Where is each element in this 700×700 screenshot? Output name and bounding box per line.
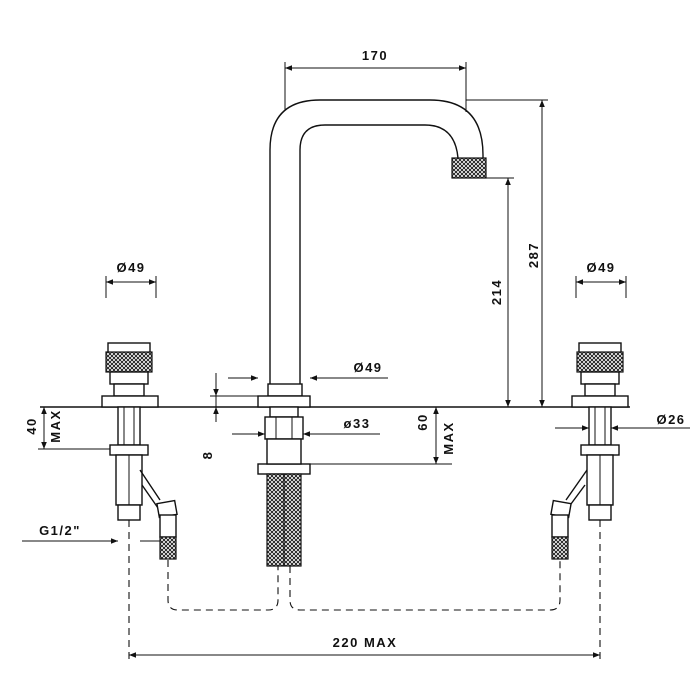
spout: [257, 99, 487, 567]
dim-outlet-height: 214: [486, 177, 514, 407]
dim-right-handle-diameter-label: Ø49: [586, 260, 615, 275]
dim-spout-height: 287: [466, 99, 548, 407]
hose-paths: [128, 520, 601, 660]
dim-flange-height: 8: [200, 380, 258, 459]
dim-left-deck-thickness: 40 MAX: [24, 407, 110, 450]
spout-base-flange: [257, 395, 311, 408]
left-handle-knurl: [105, 351, 153, 373]
dim-right-shank-diameter: Ø26: [555, 412, 690, 431]
dim-right-shank-diameter-label: Ø26: [656, 412, 685, 427]
dim-left-deck-thickness-value: 40: [24, 417, 39, 434]
dim-outlet-height-label: 214: [489, 279, 504, 305]
dim-center-deck-thickness-value: 60: [415, 413, 430, 430]
right-handle-knurl: [576, 351, 624, 373]
dim-thread-label: G1/2": [39, 523, 81, 538]
dim-left-deck-thickness-max: MAX: [48, 409, 63, 442]
dim-shank-diameter-label: ø33: [344, 416, 371, 431]
spout-outlet-knurl: [451, 157, 487, 179]
dim-center-deck-thickness-max: MAX: [441, 421, 456, 454]
right-valve: [550, 342, 629, 560]
dim-flange-height-label: 8: [200, 451, 215, 460]
left-valve-flange: [101, 395, 159, 408]
dim-spout-reach: 170: [284, 48, 467, 112]
dim-overall-spread: 220 MAX: [129, 635, 600, 658]
dim-left-handle-diameter-label: Ø49: [116, 260, 145, 275]
left-valve: [101, 342, 178, 560]
dim-spout-base-diameter-label: Ø49: [353, 360, 382, 375]
spout-lock-nut: [257, 463, 311, 475]
right-valve-flange: [571, 395, 629, 408]
right-hose-fitting: [551, 536, 569, 560]
dim-left-handle-diameter: Ø49: [105, 260, 157, 298]
dim-center-deck-thickness: 60 MAX: [303, 407, 456, 465]
dim-thread: G1/2": [22, 523, 160, 544]
dim-spout-base-diameter: Ø49: [215, 360, 388, 412]
dim-spout-reach-label: 170: [362, 48, 388, 63]
dim-right-handle-diameter: Ø49: [575, 260, 627, 298]
dim-spout-height-label: 287: [526, 242, 541, 268]
dim-overall-spread-label: 220 MAX: [333, 635, 398, 650]
dim-shank-diameter: ø33: [232, 416, 380, 437]
left-hose-fitting: [159, 536, 177, 560]
